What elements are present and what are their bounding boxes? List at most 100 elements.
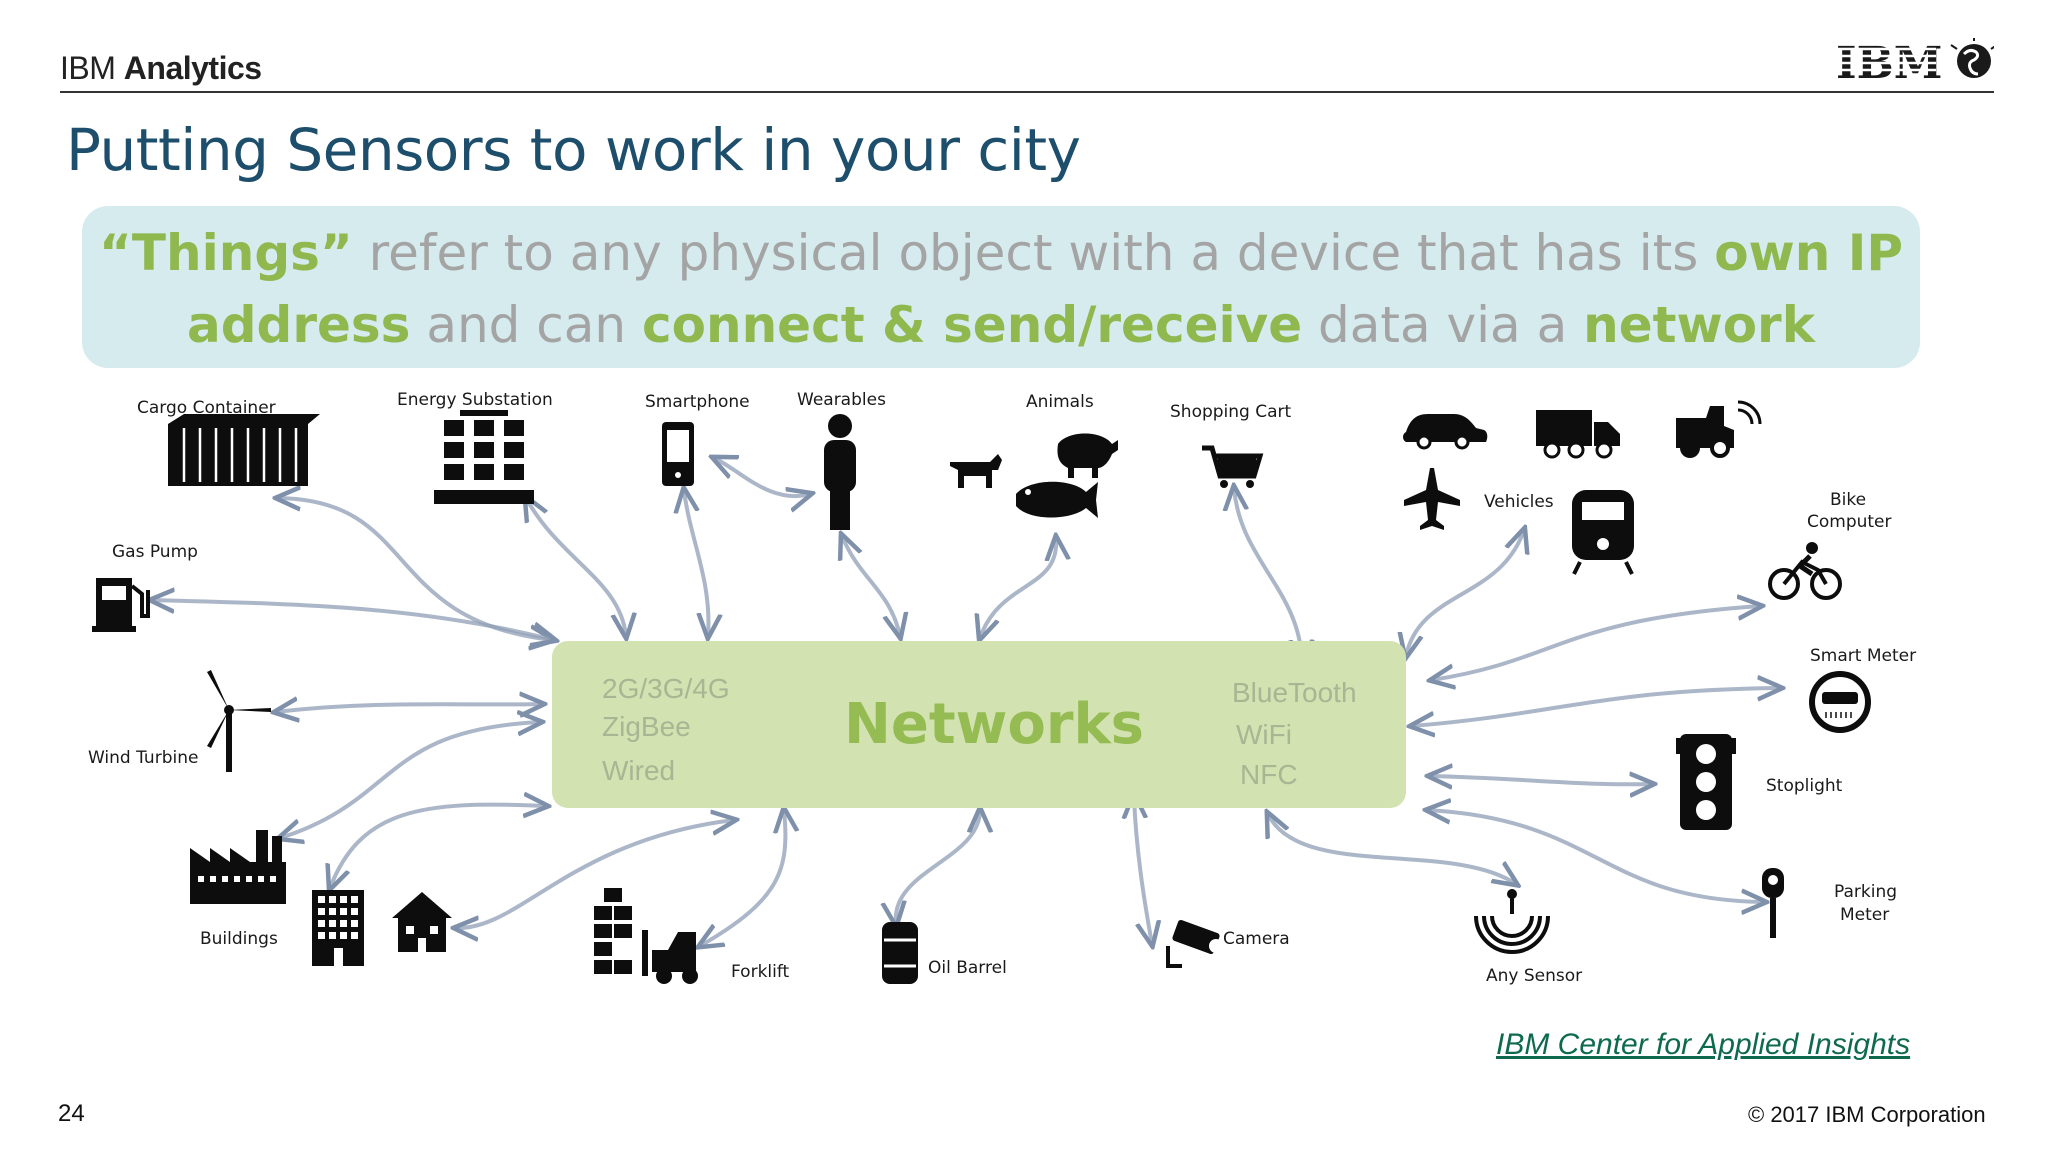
definition-highlight: network: [1583, 296, 1815, 354]
definition-highlight: “Things”: [99, 224, 353, 282]
arrow-factory: [280, 722, 540, 838]
brand-light: IBM: [60, 50, 124, 86]
arrow-substation: [526, 498, 626, 636]
arrow-office: [330, 805, 546, 888]
page-number: 24: [58, 1100, 85, 1127]
shopping-cart-icon: [1202, 445, 1264, 488]
label-smartphone: Smartphone: [645, 392, 750, 412]
network-tech-right-3: NFC: [1240, 759, 1298, 790]
arrow-bike: [1432, 606, 1760, 680]
network-tech-left-3: Wired: [602, 755, 676, 786]
label-wind-turbine: Wind Turbine: [88, 748, 199, 768]
arrow-smart-meter: [1412, 688, 1780, 726]
header-divider: [60, 91, 1994, 93]
wearables-icon: [824, 414, 856, 530]
arrow-vehicles: [1406, 530, 1524, 656]
page-title: Putting Sensors to work in your city: [66, 116, 1081, 184]
office-building-icon: [312, 890, 364, 966]
pig-icon: [1057, 433, 1118, 478]
wind-turbine-icon: [207, 670, 271, 772]
smartphone-icon: [662, 422, 694, 486]
label-stoplight: Stoplight: [1766, 776, 1843, 796]
oil-barrel-icon: [882, 922, 918, 984]
networks-title: Networks: [844, 692, 1145, 757]
arrow-cargo: [278, 498, 552, 640]
energy-substation-icon: [434, 410, 534, 504]
definition-highlight: address: [187, 296, 411, 354]
arrow-camera: [1134, 796, 1152, 944]
stoplight-icon: [1676, 734, 1736, 830]
label-bike-computer-line2: Computer: [1807, 512, 1892, 532]
arrow-wearables: [842, 536, 900, 636]
factory-icon: [190, 830, 286, 904]
arrow-cart: [1234, 488, 1302, 662]
definition-text: and can: [410, 296, 642, 354]
label-wearables: Wearables: [797, 390, 886, 410]
network-tech-right-2: WiFi: [1236, 719, 1292, 750]
definition-text: refer to any physical object with a devi…: [352, 224, 1715, 282]
label-energy-substation: Energy Substation: [397, 390, 553, 410]
gas-pump-icon: [92, 578, 150, 632]
arrow-house: [456, 820, 734, 928]
connector-arrows: [152, 458, 1780, 946]
fish-icon: [1016, 481, 1098, 518]
bike-computer-icon: [1768, 542, 1842, 600]
airplane-icon: [1404, 468, 1460, 530]
animals-icon: [950, 433, 1118, 518]
brand-bold: Analytics: [123, 50, 262, 86]
networks-box: 2G/3G/4G ZigBee Wired BlueTooth WiFi NFC: [552, 641, 1406, 808]
arrow-gas-pump: [152, 600, 554, 640]
label-cargo-container: Cargo Container: [137, 398, 276, 418]
label-gas-pump: Gas Pump: [112, 542, 198, 562]
camera-icon: [1166, 919, 1223, 968]
arrow-stoplight: [1430, 776, 1652, 784]
definition-line-1: “Things” refer to any physical object wi…: [82, 224, 1920, 282]
label-shopping-cart: Shopping Cart: [1170, 402, 1292, 422]
globe-icon: [1950, 38, 1994, 78]
label-camera: Camera: [1223, 929, 1290, 949]
label-oil-barrel: Oil Barrel: [928, 958, 1007, 978]
ibm-logo: IBM: [1834, 38, 1994, 86]
house-icon: [392, 892, 452, 952]
definition-text: data via a: [1302, 296, 1584, 354]
any-sensor-icon: [1474, 889, 1550, 954]
parking-meter-icon: [1762, 868, 1784, 938]
network-tech-left-2: ZigBee: [602, 711, 691, 742]
source-link[interactable]: IBM Center for Applied Insights: [1496, 1028, 1911, 1061]
tractor-icon: [1676, 400, 1762, 458]
arrow-any-sensor: [1268, 814, 1516, 884]
definition-line-2: address and can connect & send/receive d…: [82, 296, 1920, 354]
label-parking-meter-line1: Parking: [1834, 882, 1898, 902]
definition-highlight: own IP: [1714, 224, 1903, 282]
definition-highlight: connect & send/receive: [642, 296, 1303, 354]
forklift-icon: [594, 888, 698, 984]
smart-meter-icon: [1809, 671, 1871, 733]
arrow-wind-turbine: [276, 704, 542, 712]
arrow-smartphone-wearable: [714, 458, 810, 496]
copyright: © 2017 IBM Corporation: [1748, 1102, 1986, 1127]
vehicles-icon: [1403, 400, 1762, 575]
cargo-container-icon: [168, 414, 320, 486]
label-buildings: Buildings: [200, 929, 278, 949]
arrow-oil-barrel: [896, 810, 980, 924]
label-vehicles: Vehicles: [1484, 492, 1554, 512]
arrow-smartphone: [684, 490, 708, 636]
arrow-parking-meter: [1428, 810, 1764, 902]
train-icon: [1572, 490, 1634, 575]
network-tech-right-1: BlueTooth: [1232, 677, 1357, 708]
label-animals: Animals: [1026, 392, 1094, 412]
arrow-animals: [980, 538, 1056, 638]
network-tech-left-1: 2G/3G/4G: [602, 673, 730, 704]
car-icon: [1403, 414, 1488, 442]
label-smart-meter: Smart Meter: [1810, 646, 1917, 666]
brand-title: IBM Analytics: [60, 50, 262, 87]
label-bike-computer-line1: Bike: [1830, 490, 1867, 510]
cow-icon: [950, 454, 1002, 488]
arrow-forklift: [700, 810, 785, 946]
label-forklift: Forklift: [731, 962, 790, 982]
truck-icon: [1536, 410, 1620, 459]
label-any-sensor: Any Sensor: [1486, 966, 1583, 986]
label-parking-meter-line2: Meter: [1840, 905, 1890, 925]
definition-banner: “Things” refer to any physical object wi…: [82, 206, 1920, 368]
